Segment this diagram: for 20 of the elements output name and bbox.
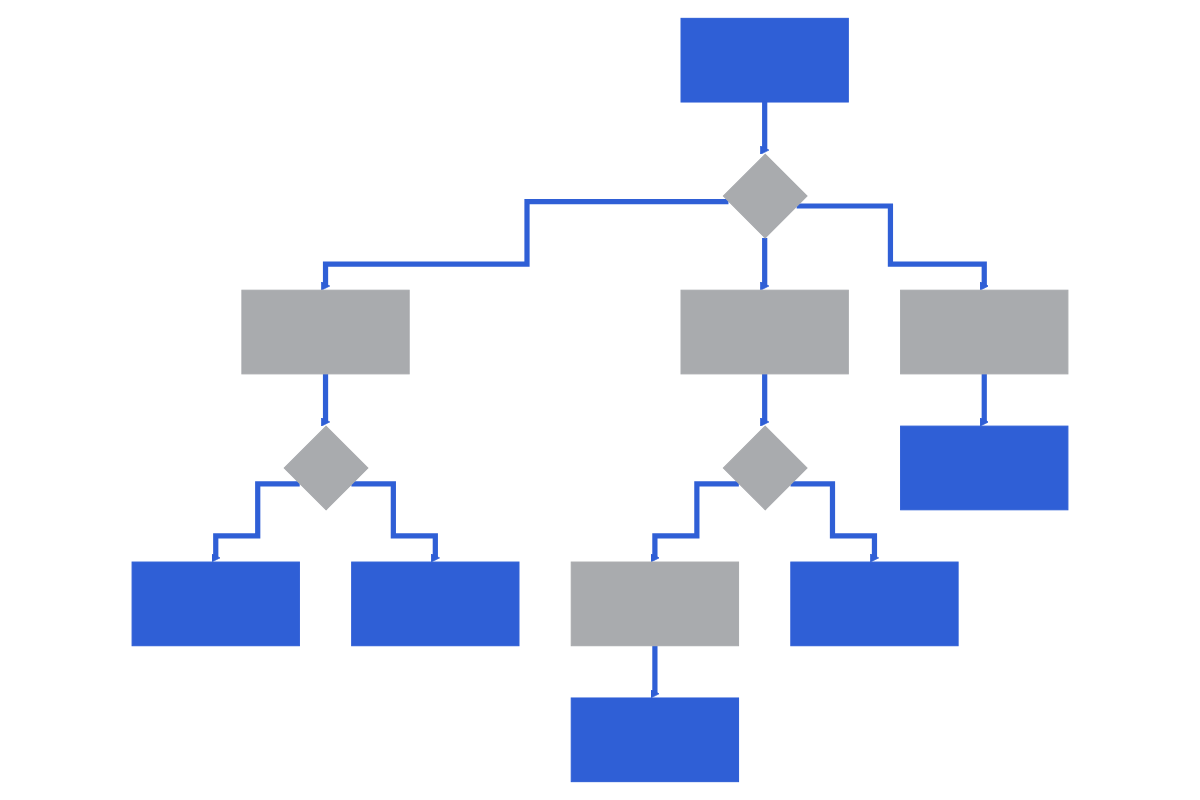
arrow	[650, 481, 739, 563]
node-box	[900, 425, 1069, 511]
node-box	[131, 561, 300, 647]
node-diamond	[283, 425, 369, 511]
node-box	[570, 697, 740, 783]
arrow	[796, 203, 989, 291]
node-box	[680, 289, 849, 375]
arrow	[790, 481, 880, 563]
arrow	[351, 481, 440, 563]
node-box	[570, 561, 740, 647]
node-box	[900, 289, 1069, 375]
node-box	[351, 561, 520, 647]
node-box	[241, 289, 410, 375]
node-box	[680, 17, 849, 103]
node-box	[790, 561, 959, 647]
arrow	[320, 199, 729, 291]
arrow	[211, 481, 300, 563]
node-diamond	[722, 153, 808, 239]
node-diamond	[722, 425, 808, 511]
arrow	[760, 235, 770, 291]
